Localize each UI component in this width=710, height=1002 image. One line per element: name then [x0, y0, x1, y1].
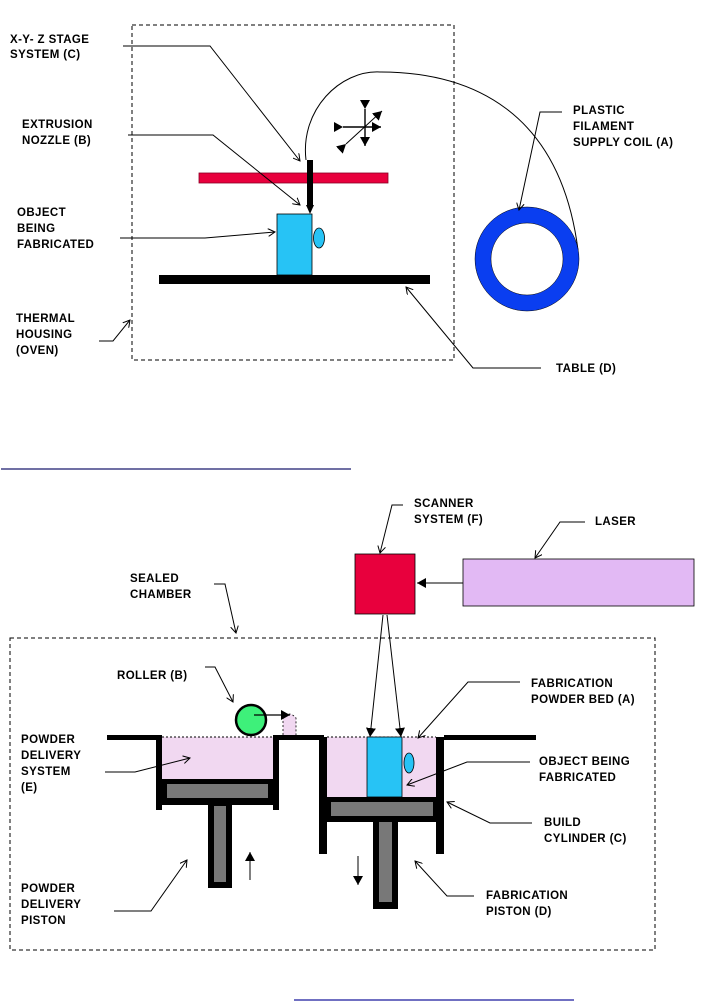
- label-nozzle: EXTRUSION NOZZLE (B): [22, 119, 96, 147]
- fdm-diagram: X-Y- Z STAGE SYSTEM (C) EXTRUSION NOZZLE…: [10, 24, 673, 375]
- sls-fabricated-object: [366, 736, 403, 798]
- extrusion-nozzle: [307, 160, 313, 206]
- label-scanner: SCANNER SYSTEM (F): [414, 498, 483, 526]
- roller: [234, 703, 268, 737]
- label-object: OBJECT BEING FABRICATED: [17, 207, 94, 251]
- sealed-chamber: [9, 637, 656, 951]
- label-powder-delivery-system: POWDER DELIVERY SYSTEM (E): [21, 734, 85, 794]
- label-housing: THERMAL HOUSING (OVEN): [16, 313, 78, 357]
- label-chamber: SEALED CHAMBER: [130, 573, 192, 601]
- label-powder-bed: FABRICATION POWDER BED (A): [531, 678, 635, 706]
- laser: [462, 558, 695, 607]
- stage-bar: [198, 172, 389, 184]
- fabricated-object: [276, 213, 313, 276]
- label-table: TABLE (D): [556, 363, 616, 375]
- fabrication-piston-head: [331, 802, 433, 816]
- xyz-motion-icon: [334, 100, 383, 154]
- label-delivery-piston: POWDER DELIVERY PISTON: [21, 883, 85, 927]
- label-coil: PLASTIC FILAMENT SUPPLY COIL (A): [573, 105, 673, 149]
- object-bump: [313, 227, 325, 249]
- filament-path: [304, 71, 579, 251]
- label-fabrication-piston: FABRICATION PISTON (D): [486, 890, 572, 918]
- label-build-cylinder: BUILD CYLINDER (C): [544, 817, 627, 845]
- sls-diagram: SCANNER SYSTEM (F) LASER SEALED CHAMBER …: [9, 498, 695, 951]
- label-laser: LASER: [595, 516, 636, 528]
- label-stage: X-Y- Z STAGE SYSTEM (C): [10, 34, 93, 61]
- label-sls-object: OBJECT BEING FABRICATED: [539, 756, 634, 784]
- delivery-piston-head: [167, 784, 268, 798]
- thermal-housing: [131, 24, 455, 361]
- table: [159, 275, 430, 284]
- label-roller: ROLLER (B): [117, 670, 187, 682]
- scanner-system: [354, 553, 416, 615]
- filament-coil: [475, 207, 579, 311]
- sls-object-bump: [403, 752, 415, 774]
- delivery-powder: [162, 737, 273, 779]
